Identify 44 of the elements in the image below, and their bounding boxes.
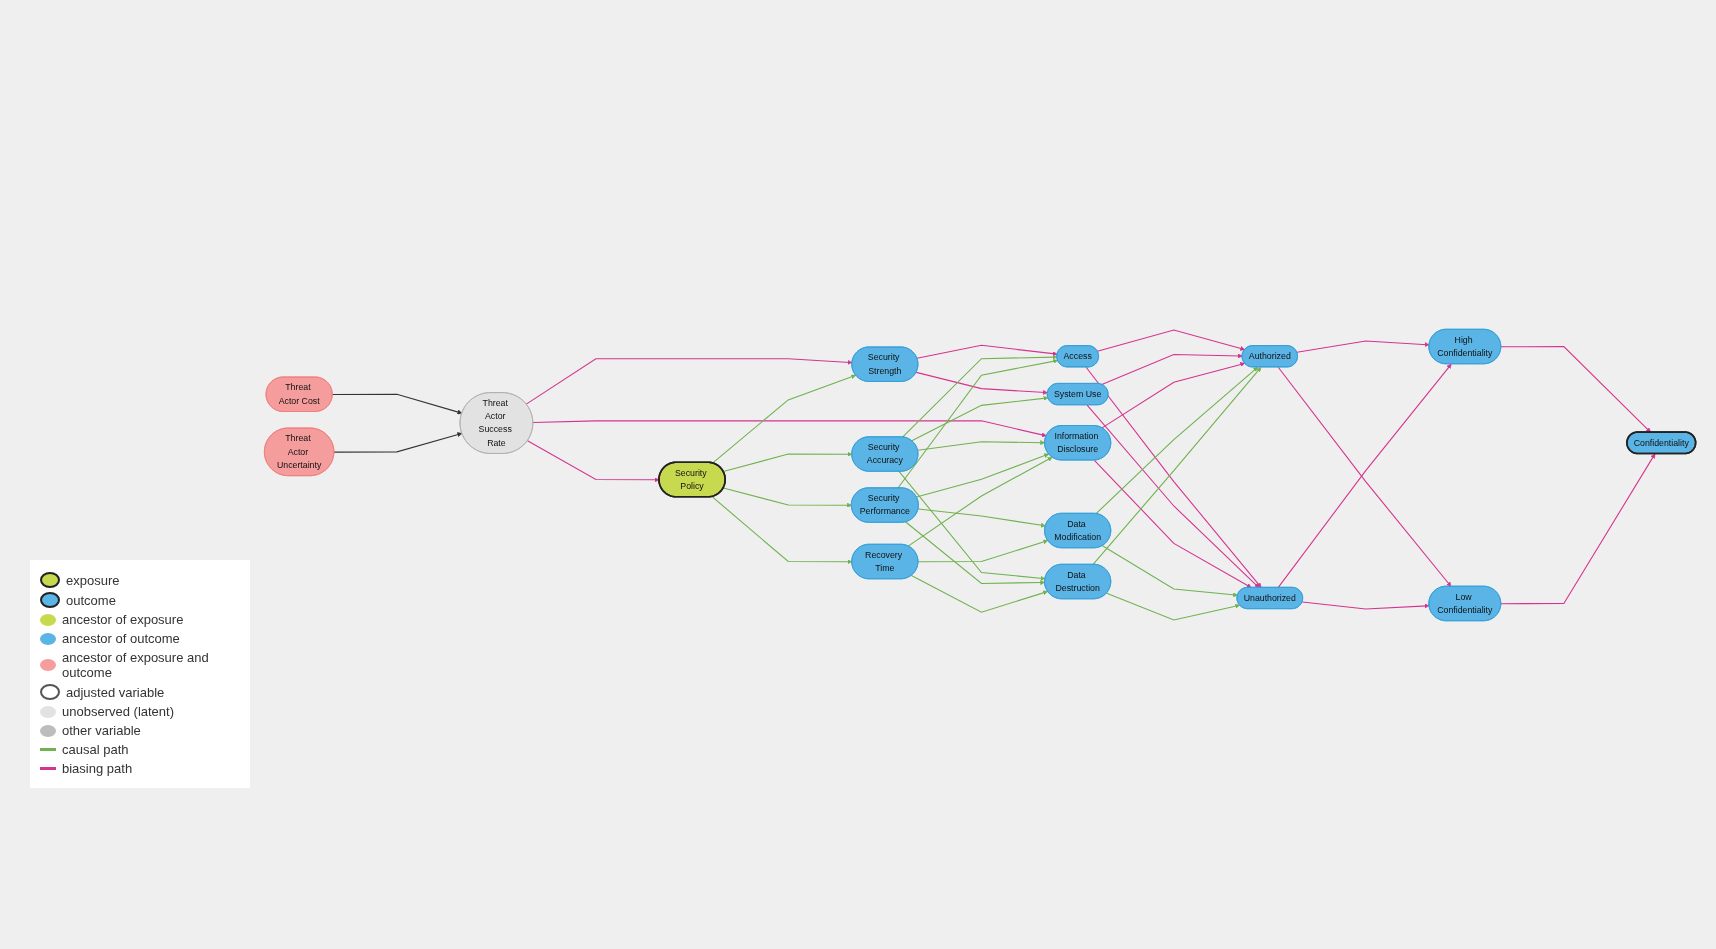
arrow [911, 395, 1049, 442]
arrow [907, 457, 1053, 547]
legend-text: causal path [62, 742, 129, 757]
legend-text: adjusted variable [66, 684, 165, 700]
arrow [902, 354, 1058, 438]
legend-text: ancestor of outcome [62, 631, 180, 646]
arrow [1301, 601, 1430, 610]
arrow [898, 471, 1046, 581]
arrow [897, 358, 1058, 489]
legend-text: unobserved (latent) [62, 704, 174, 719]
arrow [331, 393, 463, 415]
arrow [1093, 459, 1252, 588]
legend-text: outcome [66, 592, 116, 608]
arrow [1500, 453, 1656, 605]
arrow [711, 496, 853, 565]
arrow [1095, 367, 1258, 515]
arrow [1101, 545, 1238, 598]
arrow [722, 487, 852, 508]
arrow [711, 374, 857, 464]
arrow [525, 358, 853, 405]
arrow [917, 508, 1046, 528]
arrow [532, 420, 1047, 438]
arrow [722, 451, 853, 473]
arrow [1500, 345, 1651, 433]
arrow [915, 453, 1050, 498]
arrow [916, 344, 1058, 359]
legend-text: other variable [62, 723, 141, 738]
legend-text: biasing path [62, 761, 133, 776]
arrow [910, 575, 1048, 613]
arrow [1101, 362, 1245, 429]
legend-text: ancestor of exposure [62, 612, 184, 627]
legend-text: exposure [66, 572, 120, 588]
legend-text: ancestor of exposure and outcome [62, 650, 210, 680]
arrow [333, 432, 463, 453]
arrow [1096, 329, 1246, 352]
arrow [917, 539, 1048, 563]
arrow [1106, 592, 1240, 621]
arrow [1296, 340, 1430, 353]
arrow [527, 440, 660, 483]
arrow [1101, 353, 1243, 386]
arrow [915, 371, 1048, 395]
arrow [905, 521, 1046, 585]
arrow [1086, 404, 1260, 588]
arrow [917, 440, 1046, 451]
